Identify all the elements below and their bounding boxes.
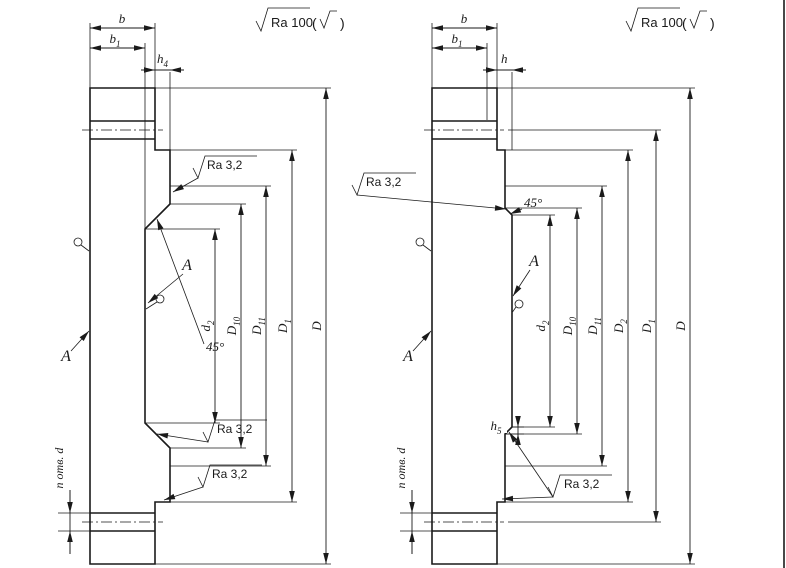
surface-mark-icon: [415, 237, 425, 247]
surface-roughness-callouts: Ra 3,2 Ra 3,2: [351, 172, 612, 502]
paren-close: ): [340, 15, 345, 31]
chamfer-angle-callout: 45°: [156, 218, 224, 354]
dim-label-h: h: [501, 51, 508, 66]
holes-note: n отв. d: [394, 447, 408, 489]
roughness-radical-icon: [255, 7, 310, 33]
holes-note: n отв. d: [52, 447, 66, 489]
roughness-symbol-icon: [351, 172, 416, 197]
dim-label-D11: D11: [585, 317, 603, 336]
part-section-outline: [89, 87, 171, 565]
part-section-outline: [431, 87, 513, 565]
dim-h5: h5: [486, 418, 507, 436]
right-view-flange-tongue: b b1 h h5 d2 D10 D11 D2 D1 D n отв. d Ra…: [351, 7, 715, 565]
dim-label-b: b: [119, 11, 126, 26]
dimension-lines: [67, 25, 329, 564]
chamfer-angle-label: 45°: [206, 339, 224, 354]
roughness-check-icon: [689, 10, 707, 30]
roughness-symbol-icon: [547, 474, 612, 499]
dim-label-b: b: [461, 11, 468, 26]
section-letter: A: [60, 348, 71, 365]
general-roughness-callout: Ra 100 ( ): [255, 7, 345, 33]
section-letter: A: [181, 257, 192, 274]
section-labels: A A: [60, 257, 192, 365]
dim-label-h5: h5: [491, 418, 503, 436]
chamfer-angle-callout: 45°: [509, 195, 542, 215]
dimension-lines: [409, 25, 693, 564]
roughness-symbol-icon: [197, 464, 262, 489]
roughness-value: Ra 3,2: [366, 175, 402, 189]
dim-label-D: D: [309, 321, 324, 332]
roughness-value: Ra 3,2: [564, 477, 600, 491]
dim-label-D1: D1: [639, 319, 657, 334]
dim-label-d2: d2: [198, 320, 216, 332]
paren-open: (: [312, 15, 317, 31]
dim-label-h4: h4: [157, 51, 169, 69]
roughness-value: Ra 3,2: [217, 422, 253, 436]
section-letter: A: [528, 253, 539, 270]
paren-close: ): [710, 15, 715, 31]
dim-label-d2: d2: [533, 320, 551, 332]
roughness-value: Ra 3,2: [212, 467, 248, 481]
left-view-flange-groove: b b1 h4 d2 D10 D11 D1 D n отв. d Ra 100 …: [52, 7, 345, 565]
bolt-hole-sections: [424, 120, 504, 532]
surface-mark-icon: [155, 294, 165, 304]
surface-roughness-callouts: Ra 3,2 Ra 3,2 Ra 3,2: [156, 155, 267, 501]
extension-lines: [58, 23, 331, 565]
general-roughness-value: Ra 100: [271, 15, 313, 30]
dim-label-D2: D2: [611, 319, 629, 334]
dim-label-D10: D10: [224, 316, 242, 336]
dim-label-b1: b1: [452, 31, 463, 49]
dim-label-D1: D1: [275, 319, 293, 334]
general-roughness-value: Ra 100: [641, 15, 683, 30]
dim-label-D10: D10: [560, 316, 578, 336]
roughness-radical-icon: [625, 7, 680, 33]
chamfer-angle-label: 45°: [524, 195, 542, 210]
roughness-value: Ra 3,2: [207, 158, 243, 172]
dim-label-D: D: [673, 321, 688, 332]
roughness-check-icon: [319, 10, 337, 30]
general-roughness-callout: Ra 100 ( ): [625, 7, 715, 33]
roughness-symbol-icon: [202, 419, 267, 444]
extension-lines: [400, 23, 695, 565]
paren-open: (: [682, 15, 687, 31]
section-labels: A A: [402, 253, 539, 365]
roughness-symbol-icon: [192, 155, 257, 180]
surface-marks: [73, 237, 165, 310]
bolt-hole-sections: [82, 120, 163, 532]
surface-marks: [415, 237, 524, 313]
section-letter: A: [402, 348, 413, 365]
surface-mark-icon: [514, 299, 524, 309]
dim-label-b1: b1: [110, 31, 121, 49]
surface-mark-icon: [73, 237, 83, 247]
dim-label-D11: D11: [249, 317, 267, 336]
